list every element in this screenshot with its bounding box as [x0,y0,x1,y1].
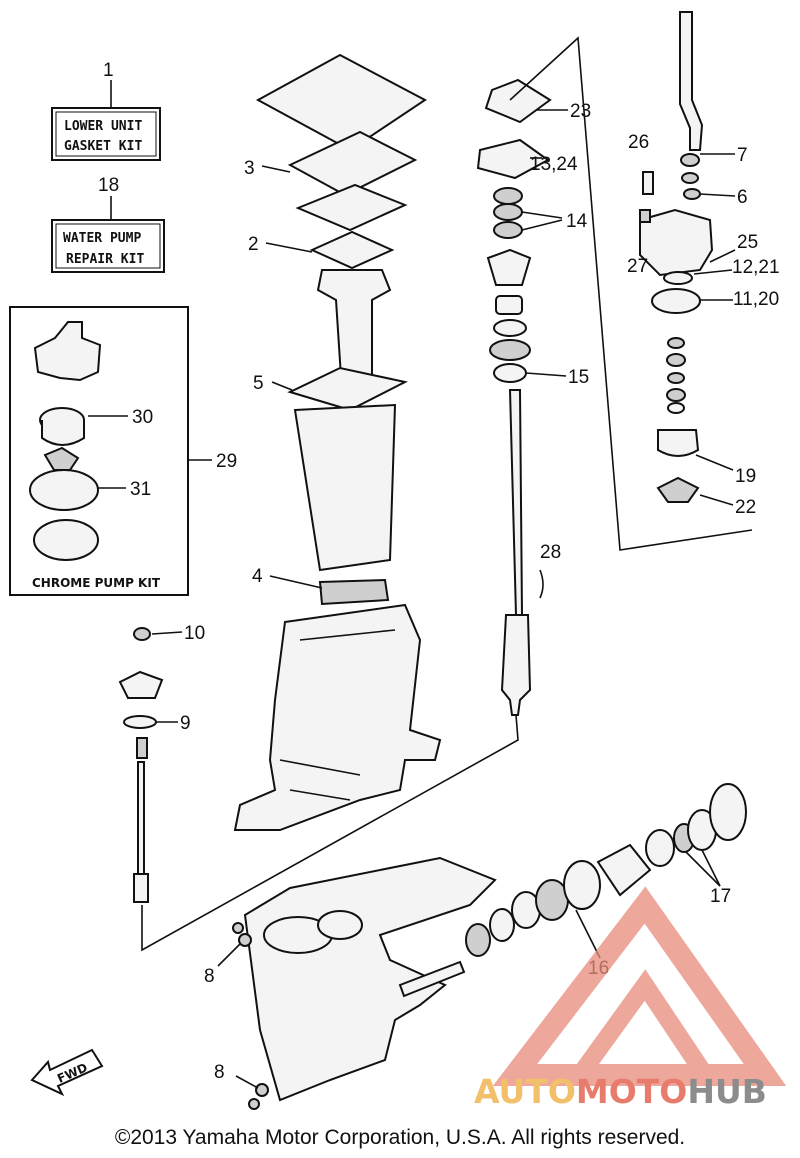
callout-1: 1 [103,60,114,81]
copyright-text: ©2013 Yamaha Motor Corporation, U.S.A. A… [114,1126,686,1149]
chrome-gasket [33,519,99,561]
drain-screws: 8 8 [204,922,269,1110]
o-ring-12-21 [663,271,693,285]
seal-housing [486,248,532,286]
gasket-5 [287,366,408,412]
shift-rod-assembly: 10 9 [118,623,205,903]
callout-30: 30 [132,407,153,428]
callout-22: 22 [735,497,756,518]
impeller-22 [656,476,700,503]
callout-3: 3 [244,158,255,179]
insert-cartridge-19 [657,429,700,457]
o-ring-15 [493,363,527,383]
shift-rod-boot [118,670,164,699]
exhaust-chamber [293,403,397,572]
callout-25: 25 [737,232,758,253]
callout-23: 23 [570,101,591,122]
upper-casing [233,603,442,831]
callout-10: 10 [184,623,205,644]
chrome-pump-kit-box: 29 CHROME PUMP KIT 30 31 [9,306,237,596]
forward-gear [465,923,491,957]
watermark-auto: AUTO [474,1072,576,1111]
chrome-pump-housing [33,321,102,382]
gasket-3 [287,130,418,197]
callout-8-lower: 8 [214,1062,225,1083]
chrome-outer-plate [29,469,99,511]
gasket-4 [318,578,390,606]
callout-19: 19 [735,466,756,487]
automotohub-logo-mark [492,886,787,1086]
top-gasket-plate [255,53,427,152]
grommet-10 [133,627,151,641]
drive-shaft-lower [500,614,532,716]
chrome-pump-kit-label: CHROME PUMP KIT [32,576,161,590]
callout-9: 9 [180,713,191,734]
propeller-shaft-assembly: 16 17 [398,783,747,998]
callout-18: 18 [98,175,119,196]
callout-8-upper: 8 [204,966,215,987]
o-ring-9 [123,715,157,729]
water-pump-assembly: 7 6 26 25 27 12,21 11,20 19 22 [627,11,780,518]
callout-5: 5 [253,373,264,394]
oil-seal-14a [493,203,523,221]
drive-shaft [508,389,524,616]
callout-27: 27 [627,256,648,277]
gasket-kit-label: GASKET KIT [64,139,142,154]
callout-4: 4 [252,566,263,587]
watermark-moto: MOTO [575,1072,688,1111]
callout-13-24: 13,24 [530,154,578,175]
drive-shaft-assembly: 23 13,24 14 15 28 [141,36,753,952]
callout-6: 6 [737,187,748,208]
callout-12-21: 12,21 [732,257,780,278]
lower-unit-label: LOWER UNIT [64,119,142,134]
callout-7: 7 [737,145,748,166]
callout-29: 29 [216,451,237,472]
callout-31: 31 [130,479,151,500]
repair-kit-label: REPAIR KIT [66,252,144,267]
callout-26: 26 [628,132,649,153]
lower-casing [243,856,497,1102]
gasket-stack: 3 2 [244,53,427,270]
watermark-hub: HUB [687,1072,767,1111]
automotohub-watermark: AUTOMOTOHUB [474,1072,767,1111]
chrome-impeller [43,446,80,471]
callout-15: 15 [568,367,589,388]
callout-11-20: 11,20 [733,289,779,310]
lower-unit-gasket-kit-box: 1 LOWER UNIT GASKET KIT [51,60,161,161]
callout-17: 17 [710,886,731,907]
callout-14: 14 [566,211,588,232]
bolt-26 [642,171,654,195]
shift-rod [137,761,145,875]
water-pump-label: WATER PUMP [63,231,141,246]
plate-11-20 [651,288,701,314]
gasket-2 [309,230,395,270]
oil-seal-14b [493,221,523,239]
upper-plate [295,183,408,232]
callout-2: 2 [248,234,259,255]
water-tube [679,11,704,151]
water-pump-repair-kit-box: 18 WATER PUMP REPAIR KIT [51,175,165,273]
callout-28: 28 [540,542,561,563]
pump-housing [639,208,714,277]
forward-arrow: FWD [30,1048,104,1097]
outer-plate-23 [484,78,552,124]
exhaust-guide: 5 4 [252,269,408,606]
gasket-13-24 [476,138,550,180]
